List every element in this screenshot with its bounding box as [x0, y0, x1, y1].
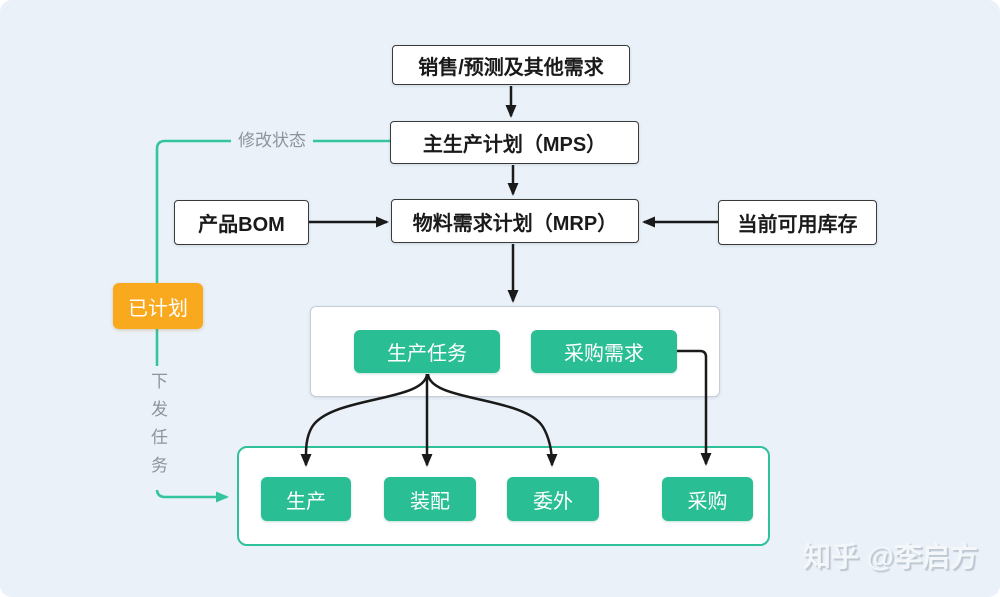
- node-production: 生产: [261, 477, 351, 521]
- node-mps: 主生产计划（MPS）: [390, 121, 639, 164]
- edge-task-to-outsourcing-arrow: [426, 373, 558, 467]
- node-available-inventory: 当前可用库存: [718, 200, 877, 245]
- node-sales-forecast: 销售/预测及其他需求: [392, 45, 630, 85]
- edge-label-dispatch-task: 下发任务: [144, 366, 170, 490]
- zhihu-watermark: 知乎 @李启方: [802, 541, 978, 572]
- node-assembly: 装配: [384, 477, 476, 521]
- node-purchase: 采购: [662, 477, 753, 521]
- edge-task-to-production-arrow: [300, 373, 429, 467]
- node-mrp: 物料需求计划（MRP）: [391, 199, 639, 243]
- edge-demand-to-purchase-arrow: [677, 349, 712, 466]
- node-production-task: 生产任务: [354, 330, 500, 373]
- status-badge-planned: 已计划: [113, 283, 203, 329]
- node-product-bom: 产品BOM: [174, 200, 309, 245]
- edge-label-modify-status: 修改状态: [231, 130, 313, 152]
- node-purchase-demand: 采购需求: [531, 330, 677, 373]
- node-outsourcing: 委外: [507, 477, 599, 521]
